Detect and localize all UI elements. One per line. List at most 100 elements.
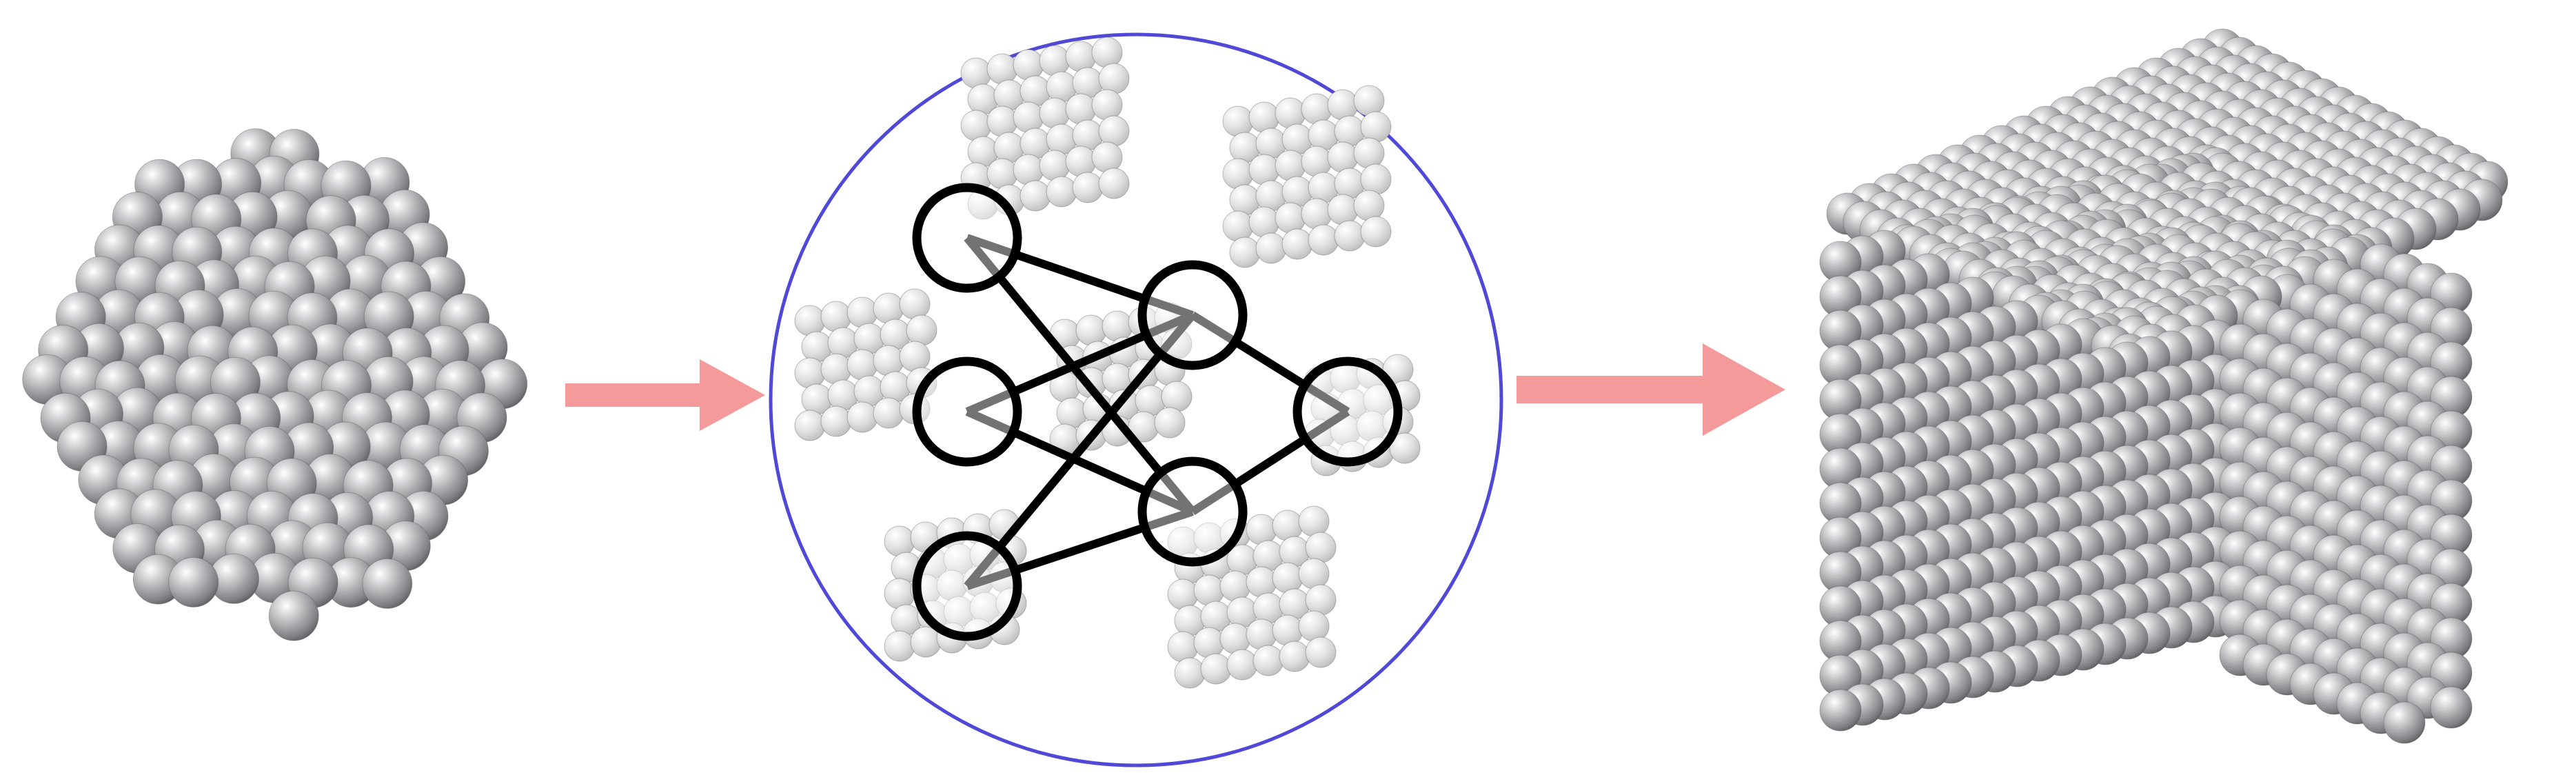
fragment-atom [1255,232,1287,264]
fragment-atom [1248,154,1280,185]
fragment-atom [1272,562,1304,594]
cluster-atom [268,590,319,641]
fragment-atom [884,630,915,662]
fragment-atom [1353,85,1385,117]
cluster-atom [168,556,219,607]
fragment-atom [1298,558,1330,590]
network-edge [1190,311,1350,416]
fragment-atom [1154,407,1186,439]
fragment-atom [1091,141,1123,173]
fragment-atom [873,397,904,429]
fragment-atom [1072,172,1104,203]
fragment-atom [1305,532,1337,563]
fragment-atom [1298,505,1330,537]
fragment-atom [1279,641,1310,672]
fragment-atom [1252,645,1284,676]
fragment-atom [1222,158,1254,190]
fragment-atom [1360,111,1392,143]
fragment-atom [846,296,878,328]
fragment-atom [1246,566,1277,598]
fragment-atom [1219,570,1251,602]
fragment-atom [884,525,915,557]
fragment-atom [1226,649,1258,681]
fragment-atom [1065,93,1097,125]
fragment-atom [1013,101,1044,133]
fragment-atom [1334,220,1366,252]
arrow-to-network [565,359,765,431]
fragment-atom [1222,210,1254,242]
network-edge [966,507,1194,590]
fragment-atom [1301,198,1332,230]
network-node [912,356,1022,467]
fragment-atom [1167,579,1199,610]
fragment-atom [1200,653,1232,685]
fragment-atom [1013,49,1044,81]
fragment-atom [820,353,852,385]
fragment-atom [899,288,931,320]
arrow-to-crystal [1517,343,1785,436]
fragment-atom [1193,574,1225,606]
network-node [912,531,1022,641]
fragment-atom [1098,168,1130,199]
neural-network-circle [769,32,1503,767]
fragment-atom [1308,224,1339,256]
fragment-atom [1248,101,1280,133]
fragment-atom [1327,194,1359,225]
fragment-atom [1360,216,1392,248]
fragment-atom [1275,202,1306,234]
fragment-atom [1222,105,1254,137]
fragment-atom [1091,37,1123,68]
crystal-atom [2430,686,2473,729]
fragment-atom [846,349,878,381]
fragment-atom [1248,206,1280,238]
fragment-atom [986,53,1018,85]
network-edge [965,408,1195,516]
fragment-atom [794,357,826,389]
neural-network-graph [912,183,1403,641]
fragment-atom [794,305,826,336]
network-edge [964,312,1196,589]
fragment-atom [1075,314,1107,346]
fragment-atom [1246,619,1277,650]
fragment-atom [1305,636,1337,668]
fragment-atom [1353,190,1385,221]
fragment-atom [1167,631,1199,663]
fragment-atom [1275,150,1306,181]
fragment-atom [1046,176,1077,208]
fragment-atom [1360,163,1392,195]
fragment-atom [846,401,878,433]
fragment-atom [1229,237,1261,268]
fragment-atom [1301,93,1332,125]
network-edge [964,235,1196,514]
fragment-atom [960,57,992,89]
fragment-atom [1161,381,1193,412]
fragment-atom [1098,115,1130,147]
fragment-atom [1020,180,1051,212]
fragment-atom [1301,145,1332,177]
fragment-atom [1039,45,1071,77]
fragment-atom [884,578,915,610]
cluster-atom [362,558,413,609]
fragment-atom [820,301,852,332]
fragment-atom [1091,89,1123,121]
fragment-atom [1013,154,1044,185]
fragment-atom [1219,623,1251,654]
fragment-atom [1039,97,1071,129]
fragment-atom [794,410,826,441]
fragment-atom [1272,510,1304,541]
fragment-atom [1193,627,1225,659]
network-node [1137,260,1248,370]
fragment-atom [906,314,937,346]
network-node [1292,356,1403,467]
fragment-atom [1327,141,1359,173]
fragment-atom [1065,41,1097,72]
fragment-atom [1039,150,1071,181]
fragment-atom [1305,584,1337,616]
network-edge [1190,408,1350,516]
fragment-atom [986,158,1018,190]
fragment-atom [960,110,992,141]
fragment-atom [1389,432,1421,464]
fragment-atom [1098,63,1130,94]
large-atomic-crystal [1819,28,2508,744]
